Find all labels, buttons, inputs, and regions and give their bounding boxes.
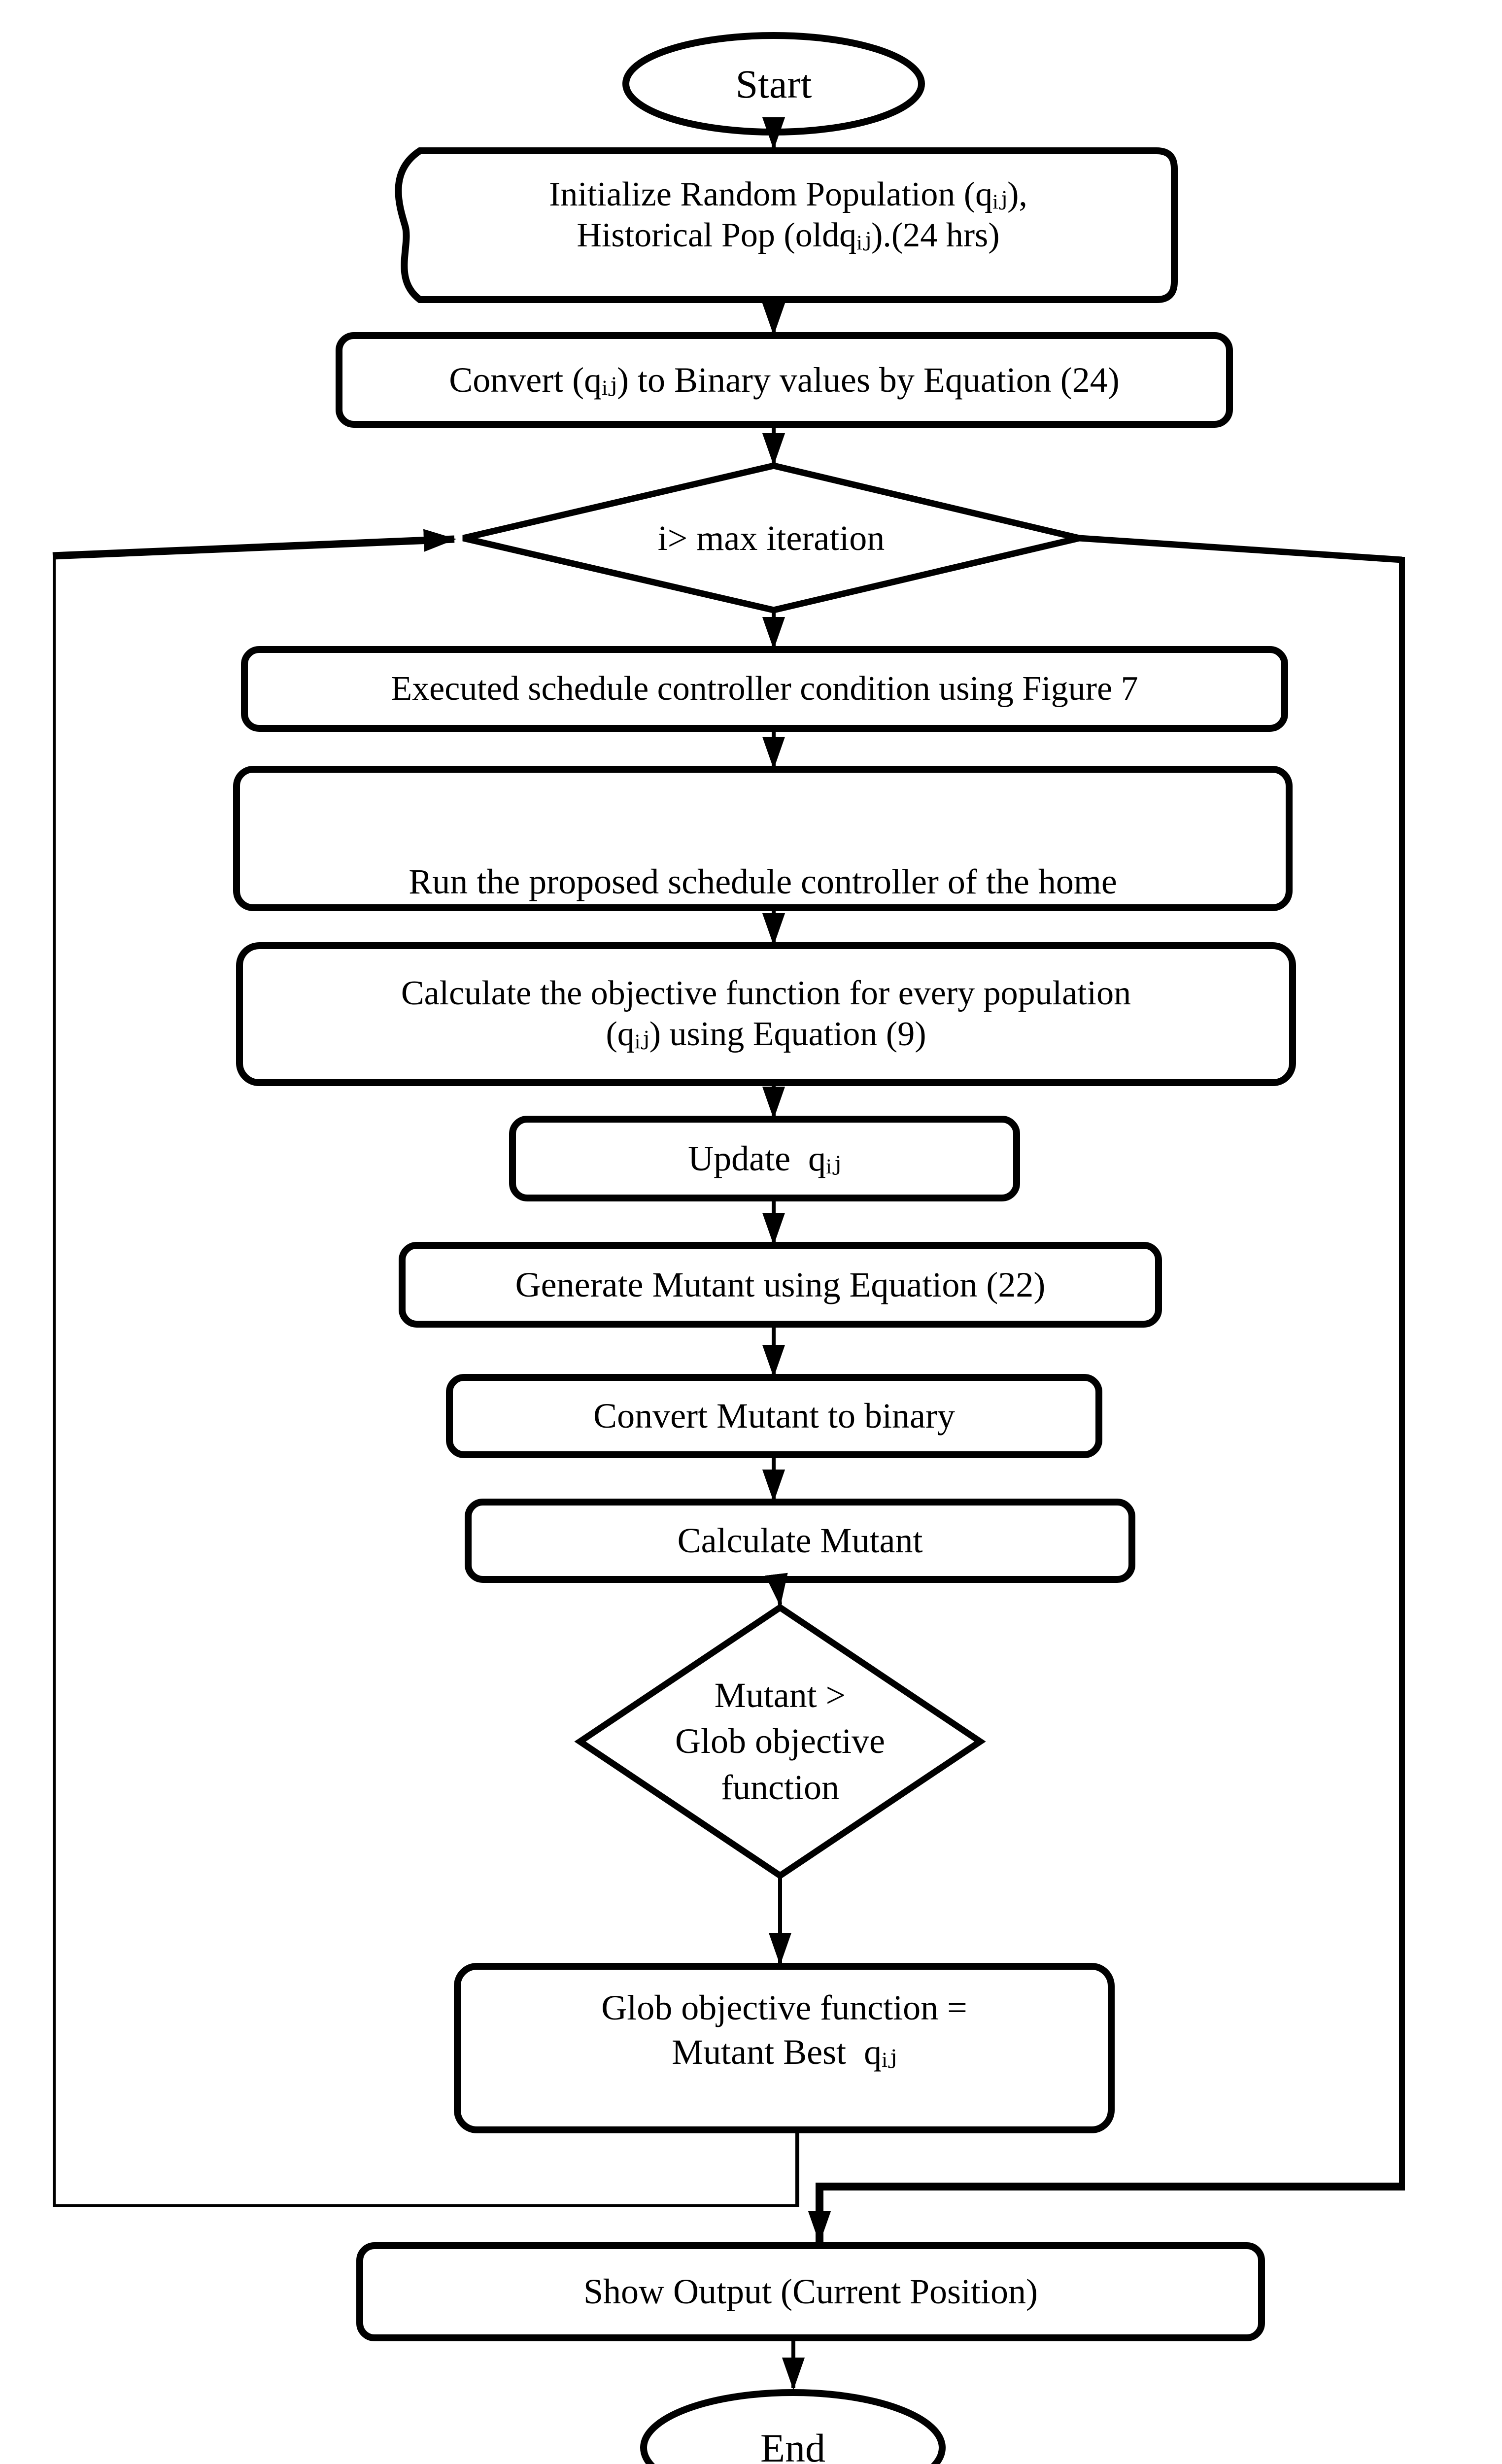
generate-box xyxy=(399,1242,1162,1328)
exit-right-horizontal xyxy=(1079,535,1402,563)
run-box xyxy=(233,766,1293,911)
calc-mutant-box xyxy=(465,1499,1135,1583)
max-iteration-diamond xyxy=(462,462,1080,614)
mutant-check-diamond xyxy=(574,1604,986,1880)
glob-box xyxy=(454,1963,1115,2133)
update-box xyxy=(509,1116,1020,1201)
connector-arrows xyxy=(52,117,1405,2390)
executed-box xyxy=(241,646,1288,732)
convert-box xyxy=(336,332,1233,428)
convert-mutant-box xyxy=(446,1374,1102,1458)
loop-left-into-decision1 xyxy=(52,529,456,560)
init-box xyxy=(395,147,1178,303)
show-output-box xyxy=(356,2242,1265,2341)
end-ellipse xyxy=(640,2389,946,2464)
start-ellipse xyxy=(622,32,925,136)
objective-box xyxy=(236,942,1296,1086)
arrow-calcmutant-decision2 xyxy=(765,1573,788,1607)
